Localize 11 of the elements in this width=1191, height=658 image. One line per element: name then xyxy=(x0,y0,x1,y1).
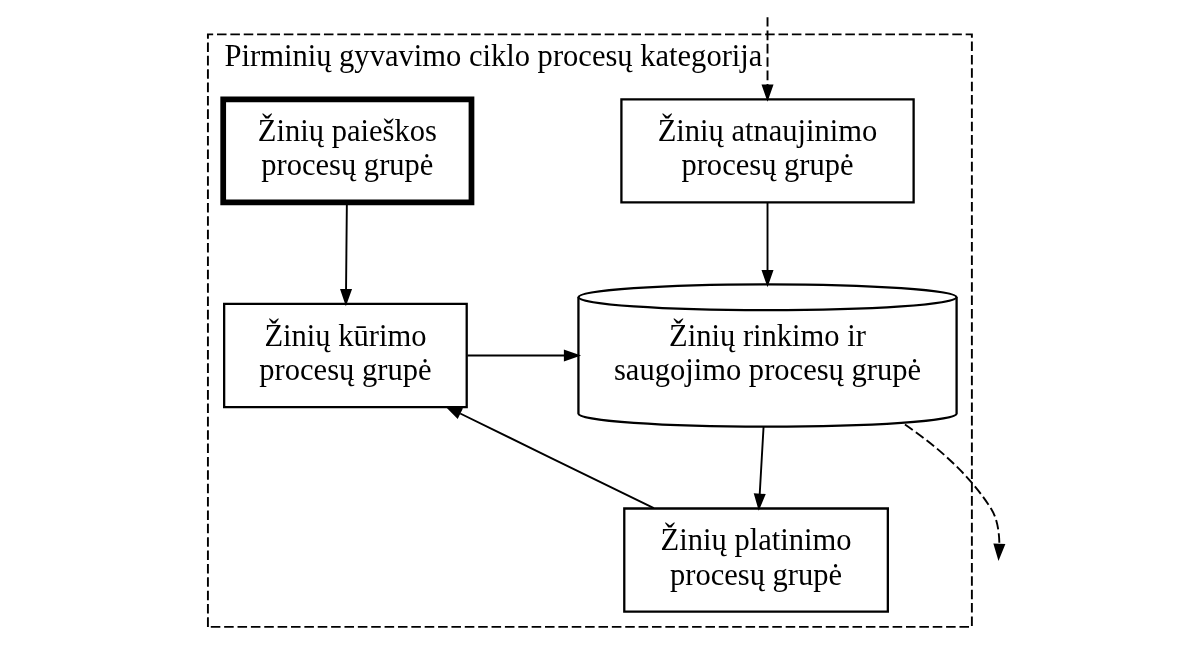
node-box: Žinių paieškos procesų grupė xyxy=(219,96,474,206)
node-box: Žinių atnaujinimo procesų grupė xyxy=(619,98,915,204)
arrow xyxy=(903,423,1005,561)
arrow xyxy=(753,425,766,511)
arrow xyxy=(761,16,774,102)
arrow xyxy=(466,349,581,362)
node-box: Žinių platinimo procesų grupė xyxy=(622,507,889,613)
arrow xyxy=(339,202,352,307)
arrow xyxy=(444,406,655,510)
arrow xyxy=(761,202,774,288)
node-box: Žinių kūrimo procesų grupė xyxy=(222,302,468,409)
